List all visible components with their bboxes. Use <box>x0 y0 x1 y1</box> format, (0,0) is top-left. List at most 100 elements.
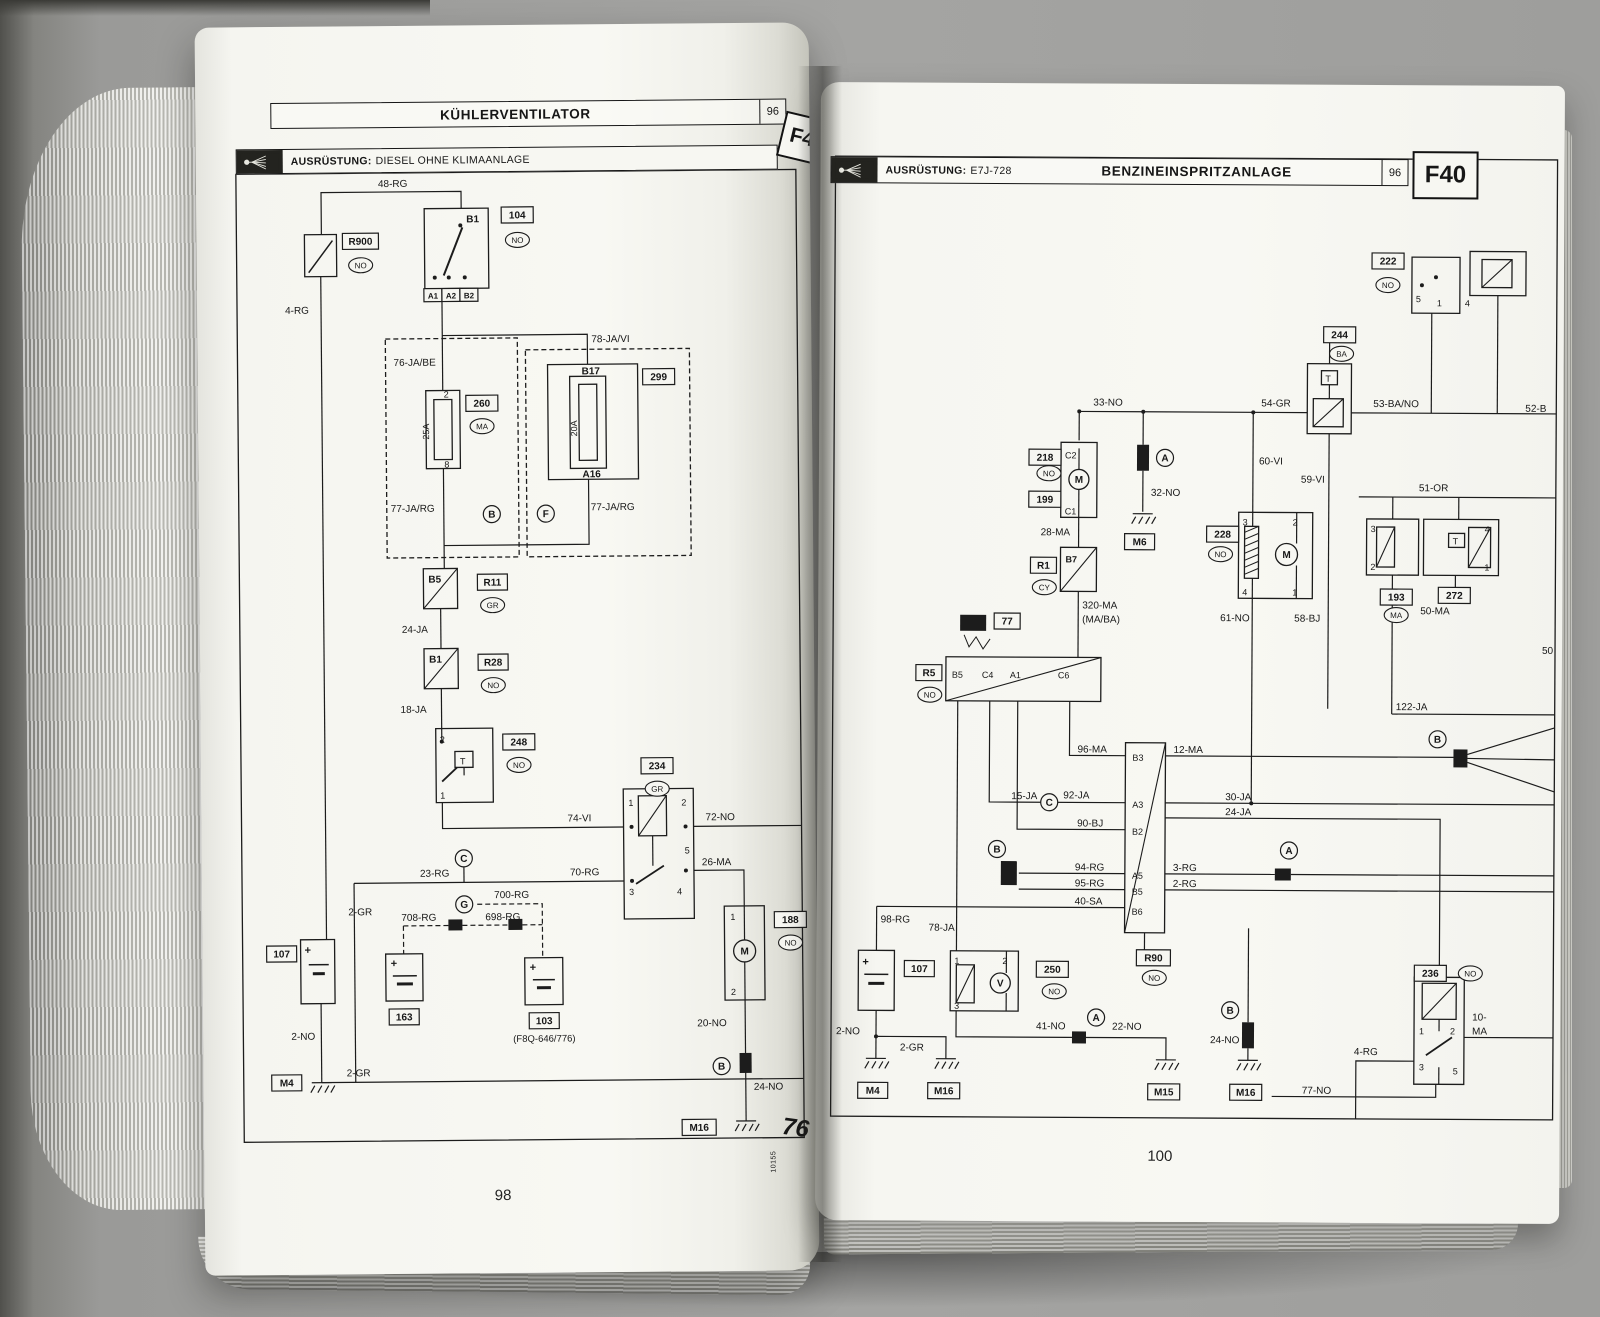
junction-letter: C <box>1046 798 1053 809</box>
wire-label: 78-JA/VI <box>591 334 629 345</box>
color-code-label: GR <box>487 601 499 610</box>
connector-plug <box>960 614 987 631</box>
right-title-bar: AUSRÜSTUNG: E7J-728 BENZINEINSPRITZANLAG… <box>830 156 1409 187</box>
wire-label: 3 <box>1419 1062 1424 1072</box>
wire-label: B7 <box>1065 554 1077 564</box>
ref-label-box <box>459 287 479 303</box>
ref-label-box <box>528 1011 560 1030</box>
ref-label-box <box>465 394 499 412</box>
wire <box>442 227 464 276</box>
wire-label: B5 <box>428 575 441 586</box>
wire-label: 2-NO <box>291 1032 315 1043</box>
contact-dot <box>630 878 635 883</box>
connector-plug <box>739 1052 752 1073</box>
wire-label: 25A <box>421 424 431 440</box>
wire <box>320 190 462 235</box>
wire-label: B2 <box>1132 827 1143 837</box>
wire <box>1425 1036 1453 1056</box>
wire <box>1358 496 1556 499</box>
motor-symbol <box>989 972 1011 994</box>
wire-label: 4-RG <box>285 306 309 317</box>
wire <box>1165 817 1441 978</box>
connector-plug <box>1241 1022 1255 1049</box>
ground-symbol <box>1131 513 1157 525</box>
junction-circle <box>482 505 501 524</box>
left-diagram-title: KÜHLERVENTILATOR <box>439 105 591 123</box>
wire-label: 4 <box>1242 587 1247 597</box>
wire <box>1430 313 1433 414</box>
junction-circle <box>536 504 555 523</box>
ref-label: 250 <box>1044 965 1061 976</box>
connector-plug <box>508 918 523 930</box>
component-box <box>955 964 976 1004</box>
ref-label: 103 <box>536 1016 553 1027</box>
color-code-label: NO <box>924 691 936 700</box>
wire-label: 15-JA <box>1011 791 1038 802</box>
component-diagonal <box>955 964 975 1004</box>
contact-dot <box>446 275 451 280</box>
ref-label-box <box>1379 588 1413 606</box>
connector-icon <box>831 157 878 183</box>
wire-label: 24-NO <box>754 1082 784 1093</box>
junction-letter: B <box>488 510 495 521</box>
component-box <box>524 956 564 1006</box>
component-box <box>546 363 640 481</box>
junction-letter: A <box>1285 846 1292 857</box>
wire-label: A16 <box>582 469 601 480</box>
junction-circle <box>987 839 1007 859</box>
color-code-label: NO <box>1464 969 1476 978</box>
ref-label: 104 <box>509 210 526 221</box>
component-diagonal <box>1467 527 1492 568</box>
ref-label: R900 <box>348 237 372 248</box>
wire-label: 1 <box>954 956 959 966</box>
wire <box>955 1010 1167 1060</box>
left-title-bar: KÜHLERVENTILATOR 96 <box>270 98 787 130</box>
component-box <box>1123 742 1167 934</box>
component-box <box>1469 250 1527 297</box>
wire-label: 1 <box>730 912 735 922</box>
component-box <box>524 347 692 558</box>
wire-label: 23-RG <box>420 869 450 880</box>
component-box <box>423 647 459 690</box>
wire-label: 60-VI <box>1259 456 1283 467</box>
color-code-oval <box>469 418 495 435</box>
wire-label: B17 <box>582 366 601 377</box>
ref-label-box <box>681 1118 717 1137</box>
ref-label: M4 <box>866 1086 880 1097</box>
wire-label: 2-NO <box>836 1026 860 1037</box>
contact-dot <box>629 824 634 829</box>
hatch-line <box>1244 560 1259 568</box>
hatch-line <box>1244 525 1259 533</box>
wire <box>1467 757 1555 761</box>
component-box <box>384 337 520 559</box>
hatch-line <box>1244 553 1259 561</box>
ref-label: 228 <box>1214 530 1231 541</box>
motor-letter: M <box>1282 550 1290 561</box>
wire-label: T <box>1453 536 1459 546</box>
wire <box>442 468 445 569</box>
wire-label: 33-NO <box>1093 397 1123 408</box>
connector-plug <box>1136 444 1150 471</box>
ref-label: R90 <box>1144 953 1163 964</box>
wire-label: + <box>391 958 398 970</box>
right-code-box: F40 <box>1412 151 1479 200</box>
wire-label: 53-BA/NO <box>1373 399 1419 410</box>
junction-circle <box>1221 1001 1240 1020</box>
left-page-number: 98 <box>494 1186 512 1205</box>
wire-label: 61-NO <box>1220 613 1250 624</box>
wire <box>876 905 1125 909</box>
junction-letter: B <box>1434 735 1441 746</box>
ref-label-box <box>265 945 298 963</box>
ref-label: 248 <box>510 737 527 748</box>
wire-label: 24-JA <box>402 625 429 636</box>
junction-letter: F <box>543 509 549 520</box>
wire <box>321 1077 804 1084</box>
wire <box>1327 433 1330 709</box>
component-box <box>1237 511 1314 600</box>
wire <box>955 700 959 951</box>
ref-label-box <box>773 910 808 929</box>
wire-label: C1 <box>1065 506 1077 516</box>
connector-plug <box>1274 868 1291 881</box>
right-sheet-number: 96 <box>1381 159 1408 186</box>
